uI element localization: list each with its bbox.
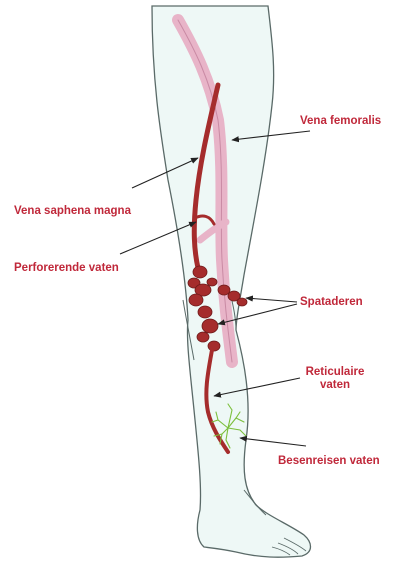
- label-besenreisen-vaten: Besenreisen vaten: [278, 455, 380, 468]
- label-reticulaire-line2: vaten: [300, 379, 370, 392]
- label-vena-saphena-magna: Vena saphena magna: [14, 205, 131, 218]
- arrow-spataderen-1: [246, 298, 297, 302]
- leg-outline: [152, 6, 311, 557]
- label-perforerende-vaten: Perforerende vaten: [14, 262, 119, 275]
- label-reticulaire-vaten: Reticulaire vaten: [300, 366, 370, 392]
- label-reticulaire-line1: Reticulaire: [300, 366, 370, 379]
- label-spataderen: Spataderen: [300, 296, 363, 309]
- arrow-besenreisen-vaten: [240, 438, 306, 446]
- label-vena-femoralis: Vena femoralis: [300, 115, 381, 128]
